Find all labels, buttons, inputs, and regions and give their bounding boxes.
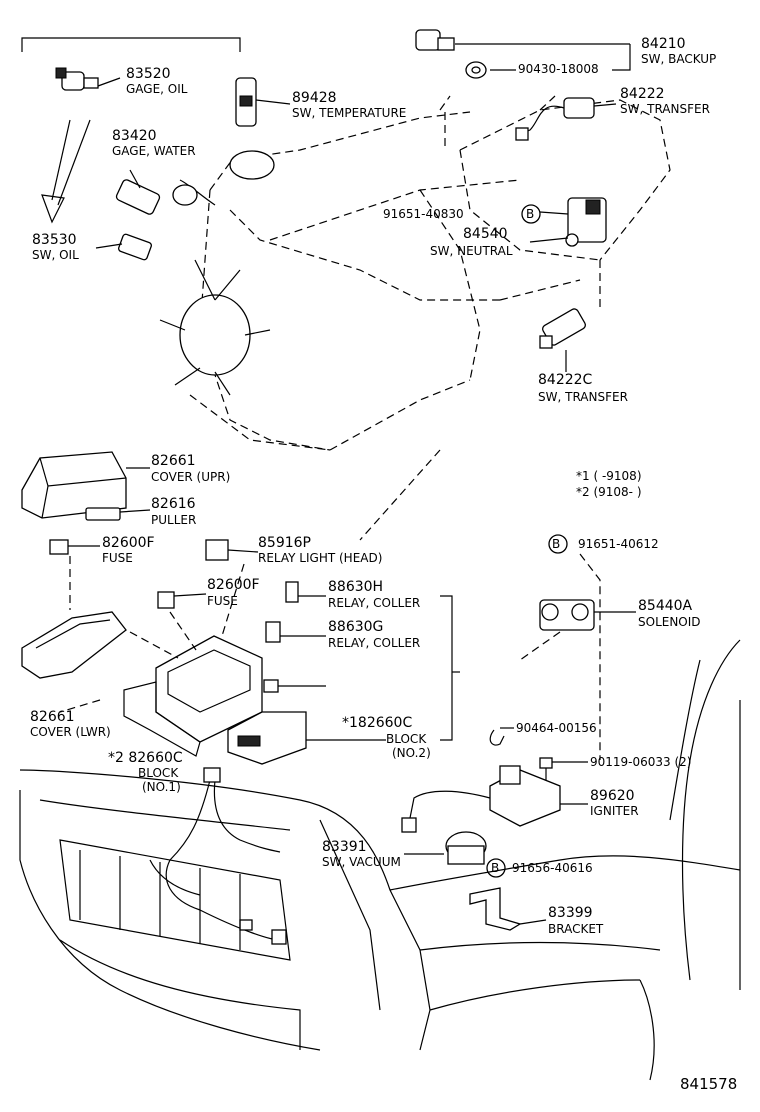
part-name-relay-light-head: RELAY LIGHT (HEAD) xyxy=(258,551,383,565)
oil-gage-part xyxy=(55,67,121,91)
part-name-sw-transfer: SW, TRANSFER xyxy=(620,102,710,116)
callout-b-label: B xyxy=(526,207,535,221)
bracket-part xyxy=(469,887,547,931)
part-name-block-no2: BLOCK xyxy=(386,732,427,746)
legend-row-2: *2 (9108- ) xyxy=(576,485,642,499)
part-number-83420: 83420 xyxy=(112,128,157,144)
solenoid-part xyxy=(539,599,636,631)
part-name-fuse-a: FUSE xyxy=(102,551,133,565)
part-number-82616: 82616 xyxy=(151,496,196,512)
part-name-igniter: IGNITER xyxy=(590,804,639,818)
part-number-82660c-block2: *182660C xyxy=(342,715,413,731)
part-name-block-no1: BLOCK xyxy=(138,766,179,780)
coller-relay-parts xyxy=(263,581,460,741)
relay-light-part xyxy=(205,539,259,561)
neutral-switch-part xyxy=(529,197,607,247)
backup-switch-part xyxy=(415,29,631,79)
part-name-puller: PULLER xyxy=(151,513,197,527)
part-name-block-no2-suffix: (NO.2) xyxy=(392,746,431,760)
part-number-82600f-a: 82600F xyxy=(102,535,155,551)
part-number-83391: 83391 xyxy=(322,839,367,855)
part-number-84210: 84210 xyxy=(641,36,686,52)
radiator-cap xyxy=(229,150,275,180)
part-name-gage-water: GAGE, WATER xyxy=(112,144,196,158)
part-name-relay-coller-h: RELAY, COLLER xyxy=(328,596,421,610)
part-number-84222c: 84222C xyxy=(538,372,593,388)
engine-outline xyxy=(189,95,671,451)
part-number-85916p: 85916P xyxy=(258,535,311,551)
part-number-82661-upper: 82661 xyxy=(151,453,196,469)
callout-b-icons xyxy=(486,204,568,878)
upper-cover-part xyxy=(21,451,150,519)
engine-fan xyxy=(159,179,271,396)
part-name-sw-temperature: SW, TEMPERATURE xyxy=(292,106,407,120)
part-name-sw-backup: SW, BACKUP xyxy=(641,52,717,66)
part-number-82600f-b: 82600F xyxy=(207,577,260,593)
part-number-89620: 89620 xyxy=(590,788,635,804)
part-number-90430-18008: 90430-18008 xyxy=(518,62,599,76)
part-number-83530: 83530 xyxy=(32,232,77,248)
part-name-fuse-b: FUSE xyxy=(207,594,238,608)
part-number-89428: 89428 xyxy=(292,90,337,106)
part-name-sw-vacuum: SW, VACUUM xyxy=(322,855,401,869)
transfer-switch-c-part xyxy=(539,308,587,372)
part-number-83399: 83399 xyxy=(548,905,593,921)
part-name-sw-transfer-c: SW, TRANSFER xyxy=(538,390,628,404)
lower-cover-part xyxy=(21,611,127,679)
part-number-91651-40612: 91651-40612 xyxy=(578,537,659,551)
water-gage-part xyxy=(115,169,161,215)
part-name-sw-neutral: SW, NEUTRAL xyxy=(430,244,513,258)
part-name-sw-oil: SW, OIL xyxy=(32,248,79,262)
leader-lines xyxy=(59,449,601,760)
vehicle-body-outline xyxy=(19,639,741,1081)
arrow-down-icon xyxy=(41,119,91,224)
part-number-82661-lower: 82661 xyxy=(30,709,75,725)
part-name-cover-upr: COVER (UPR) xyxy=(151,470,231,484)
transfer-switch-part xyxy=(515,97,617,141)
temperature-switch-part xyxy=(235,77,291,127)
part-number-91656-40616: 91656-40616 xyxy=(512,861,593,875)
block-no2-part xyxy=(227,711,386,765)
fuse-part-a xyxy=(49,539,100,555)
part-name-bracket: BRACKET xyxy=(548,922,604,936)
part-name-solenoid: SOLENOID xyxy=(638,615,701,629)
vacuum-switch-part xyxy=(404,831,487,865)
fuse-part-b xyxy=(157,591,207,609)
part-number-88630g: 88630G xyxy=(328,619,384,635)
oil-switch-part xyxy=(95,233,152,261)
clip-part xyxy=(489,727,514,746)
part-number-88630h: 88630H xyxy=(328,579,384,595)
part-number-91651-40830: 91651-40830 xyxy=(383,207,464,221)
puller-part xyxy=(85,507,151,521)
part-name-gage-oil: GAGE, OIL xyxy=(126,82,188,96)
part-name-cover-lwr: COVER (LWR) xyxy=(30,725,111,739)
igniter-part xyxy=(401,765,588,833)
part-number-82660c-block1: *2 82660C xyxy=(108,750,183,766)
callout-b-label-2: B xyxy=(552,537,561,551)
part-number-85440a: 85440A xyxy=(638,598,693,614)
oil-group-bracket xyxy=(21,37,241,52)
callout-b-label-3: B xyxy=(491,861,500,875)
part-number-84222: 84222 xyxy=(620,86,665,102)
part-number-83520: 83520 xyxy=(126,66,171,82)
figure-number: 841578 xyxy=(680,1075,738,1093)
part-number-84540: 84540 xyxy=(463,226,508,242)
part-number-90464-00156: 90464-00156 xyxy=(516,721,597,735)
part-number-90119-06033: 90119-06033 (2) xyxy=(590,755,692,769)
part-name-block-no1-suffix: (NO.1) xyxy=(142,780,181,794)
wiring-harness xyxy=(149,767,287,945)
part-name-relay-coller-g: RELAY, COLLER xyxy=(328,636,421,650)
legend-row-1: *1 ( -9108) xyxy=(576,469,642,483)
